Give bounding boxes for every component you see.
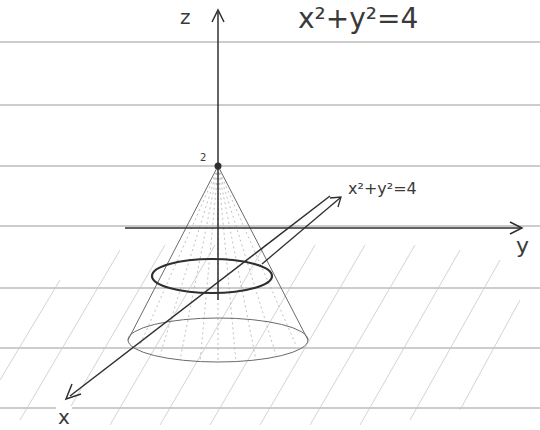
axis-label: y (514, 234, 531, 258)
leader-arrow (262, 197, 341, 264)
equation-label: x²+y²=4 (296, 4, 420, 35)
curve-label: x²+y²=4 (346, 180, 419, 198)
apex-point (215, 163, 222, 170)
paper-rules (0, 42, 540, 408)
axis-label: x (56, 406, 72, 428)
axes (66, 10, 522, 399)
axis-label: z (178, 6, 193, 28)
level-curve (152, 259, 272, 293)
height-value: 2 (198, 152, 208, 163)
plane-hatching (0, 245, 520, 425)
